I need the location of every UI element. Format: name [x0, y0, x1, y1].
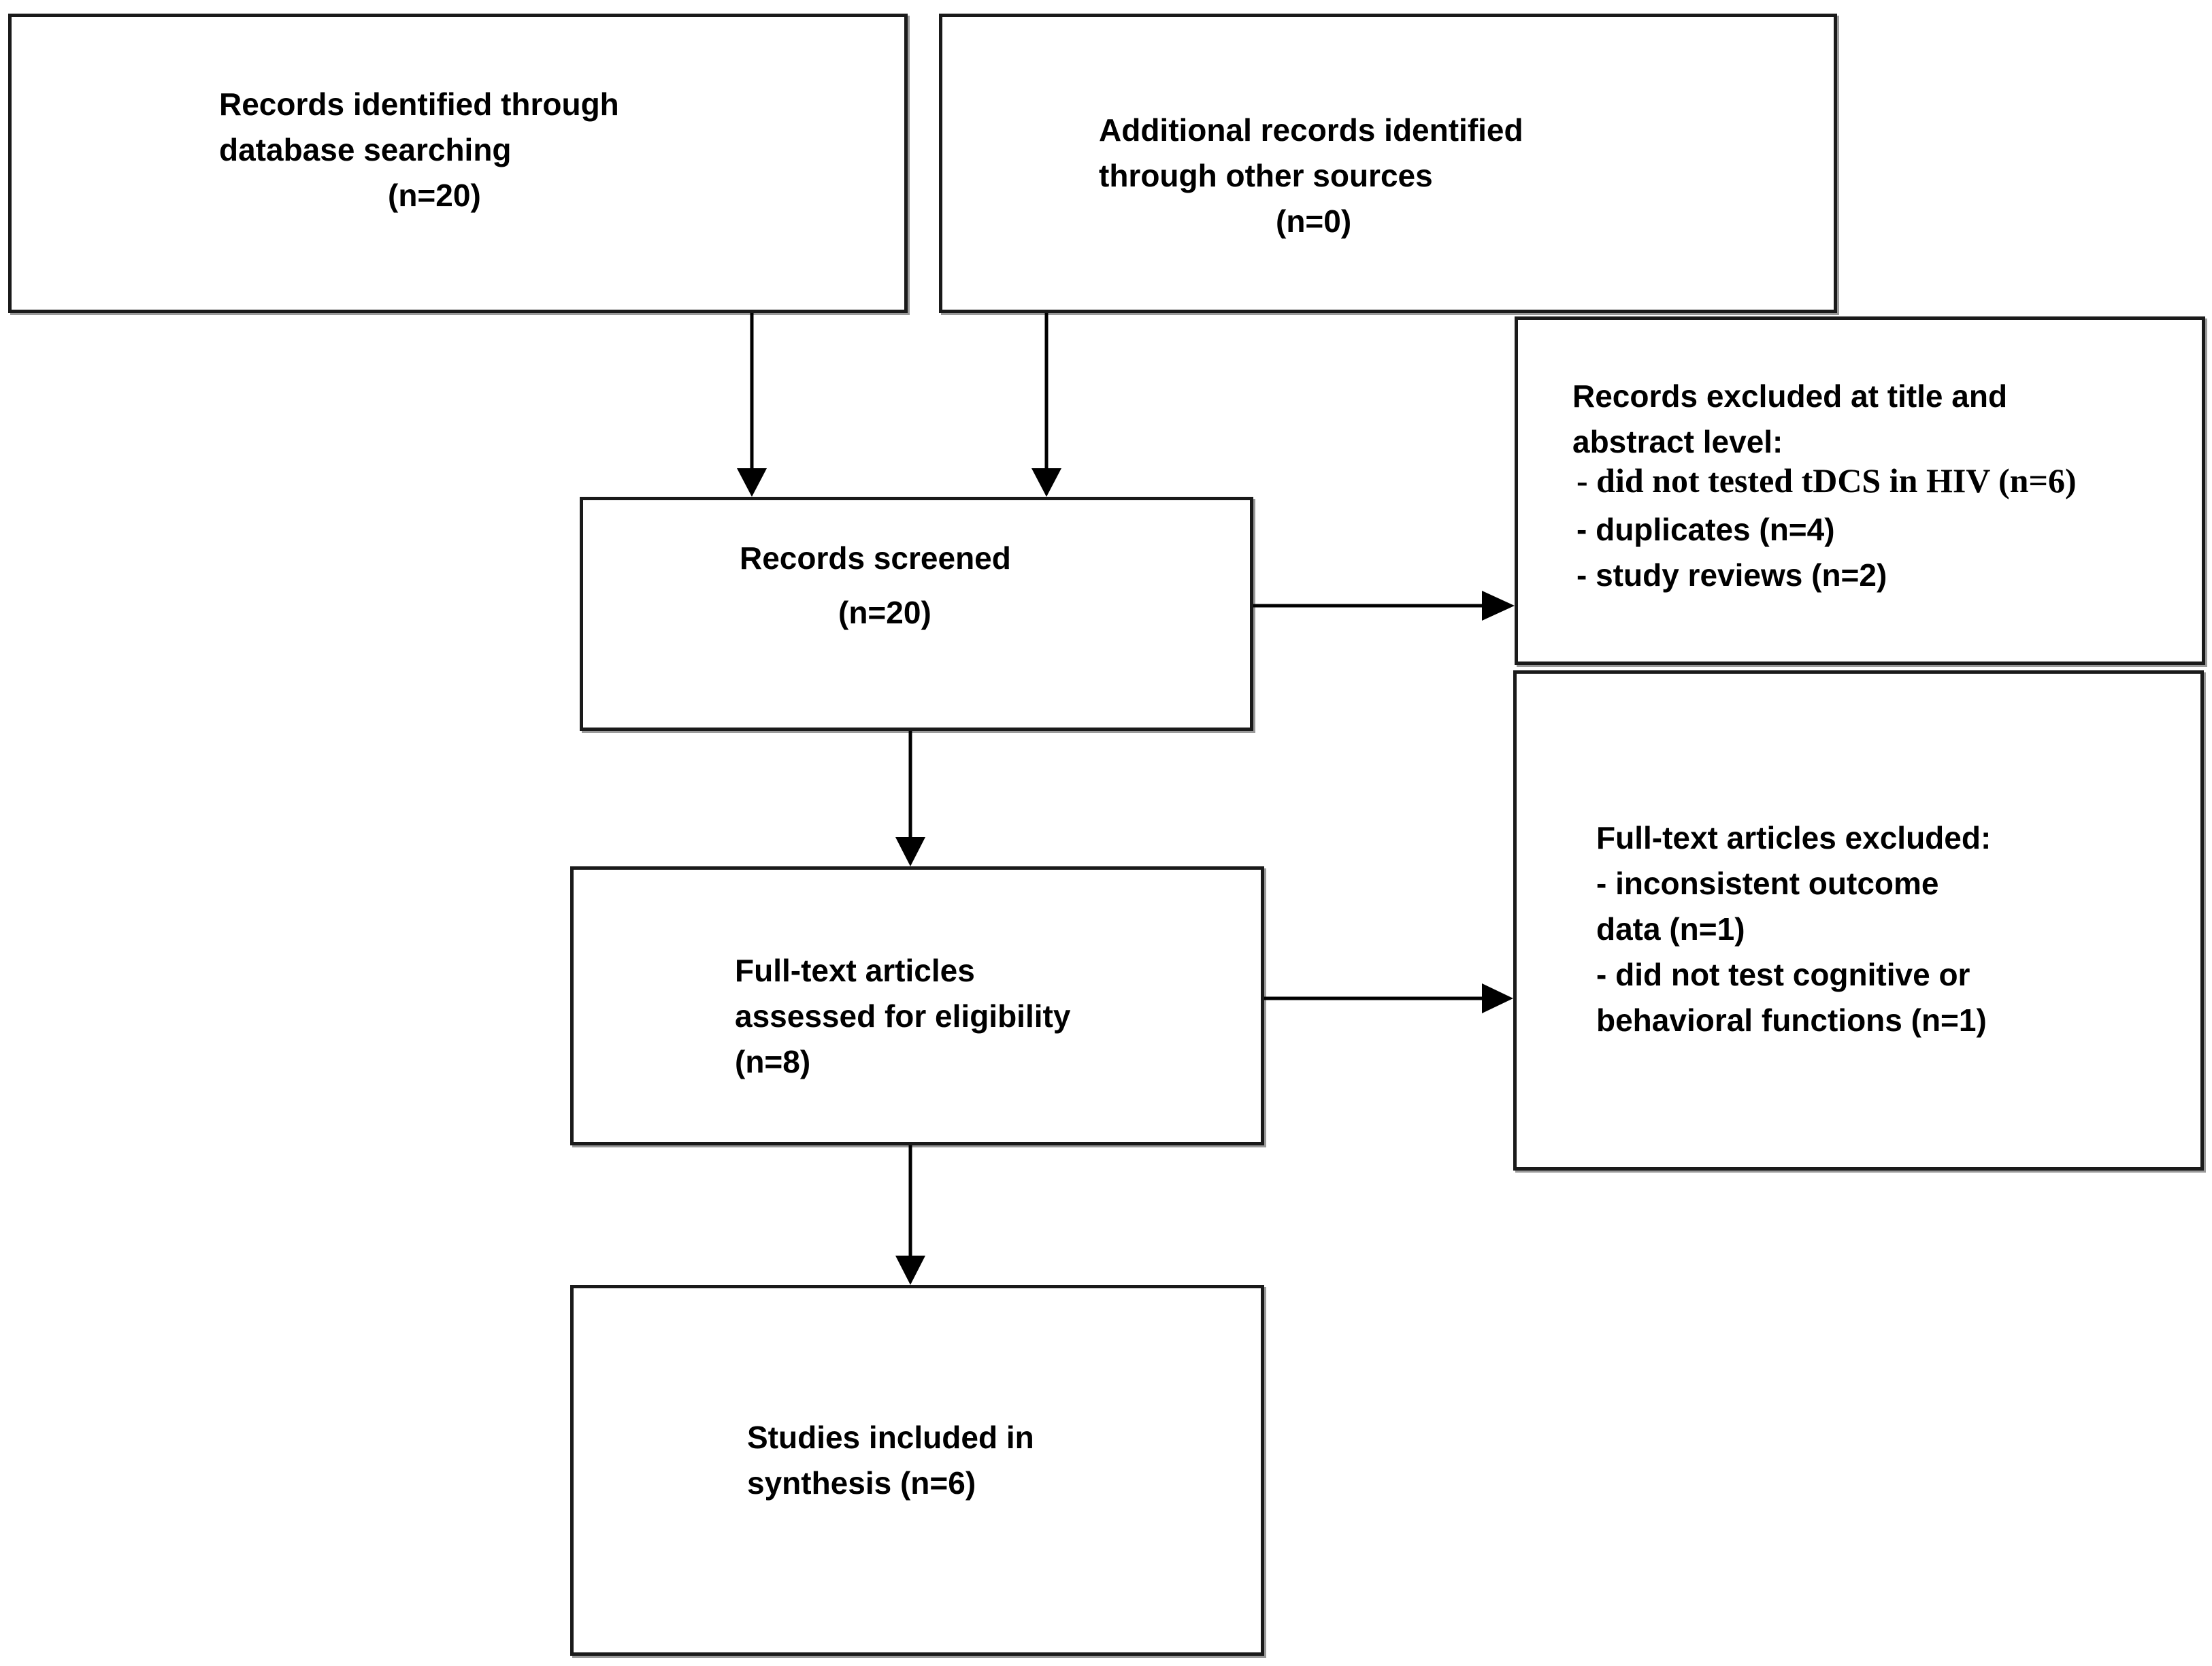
excluded-fulltext-line4: - did not test cognitive or	[1596, 957, 1970, 992]
identified-box: Records identified through database sear…	[8, 14, 908, 313]
excluded-title-item2: - duplicates (n=4)	[1577, 512, 1835, 547]
assessed-box: Full-text articles assessed for eligibil…	[570, 866, 1264, 1145]
arrowhead-included	[895, 1256, 925, 1285]
additional-line1: Additional records identified	[1099, 112, 1523, 148]
excluded-fulltext-line2: - inconsistent outcome	[1596, 866, 1939, 901]
excluded-fulltext-box: Full-text articles excluded: - inconsist…	[1513, 670, 2204, 1171]
arrowhead-excluded-title	[1482, 591, 1515, 621]
excluded-fulltext-line3: data (n=1)	[1596, 911, 1745, 947]
included-line2: synthesis (n=6)	[747, 1465, 976, 1501]
arrowhead-identified	[737, 468, 767, 497]
assessed-count: (n=8)	[735, 1044, 811, 1079]
included-box: Studies included in synthesis (n=6)	[570, 1285, 1264, 1656]
arrowhead-assessed	[895, 837, 925, 866]
screened-count: (n=20)	[838, 595, 931, 630]
assessed-line2: assessed for eligibility	[735, 998, 1071, 1034]
screened-line1: Records screened	[740, 540, 1011, 576]
excluded-fulltext-line5: behavioral functions (n=1)	[1596, 1002, 1987, 1038]
excluded-title-line1: Records excluded at title and	[1572, 378, 2008, 414]
excluded-title-line2: abstract level:	[1572, 424, 1783, 459]
excluded-title-item3: - study reviews (n=2)	[1577, 557, 1887, 593]
additional-box: Additional records identified through ot…	[939, 14, 1837, 313]
screened-box: Records screened (n=20)	[580, 497, 1253, 731]
identified-line2: database searching	[219, 132, 512, 167]
identified-line1: Records identified through	[219, 86, 619, 122]
additional-count: (n=0)	[1276, 203, 1352, 239]
excluded-fulltext-line1: Full-text articles excluded:	[1596, 820, 1992, 855]
arrowhead-additional	[1031, 468, 1061, 497]
arrowhead-excluded-fulltext	[1482, 983, 1513, 1013]
excluded-title-box: Records excluded at title and abstract l…	[1515, 316, 2205, 665]
identified-count: (n=20)	[388, 178, 481, 213]
excluded-title-item1: - did not tested tDCS in HIV (n=6)	[1577, 461, 2077, 500]
included-line1: Studies included in	[747, 1420, 1034, 1455]
assessed-line1: Full-text articles	[735, 953, 975, 988]
additional-line2: through other sources	[1099, 158, 1433, 193]
